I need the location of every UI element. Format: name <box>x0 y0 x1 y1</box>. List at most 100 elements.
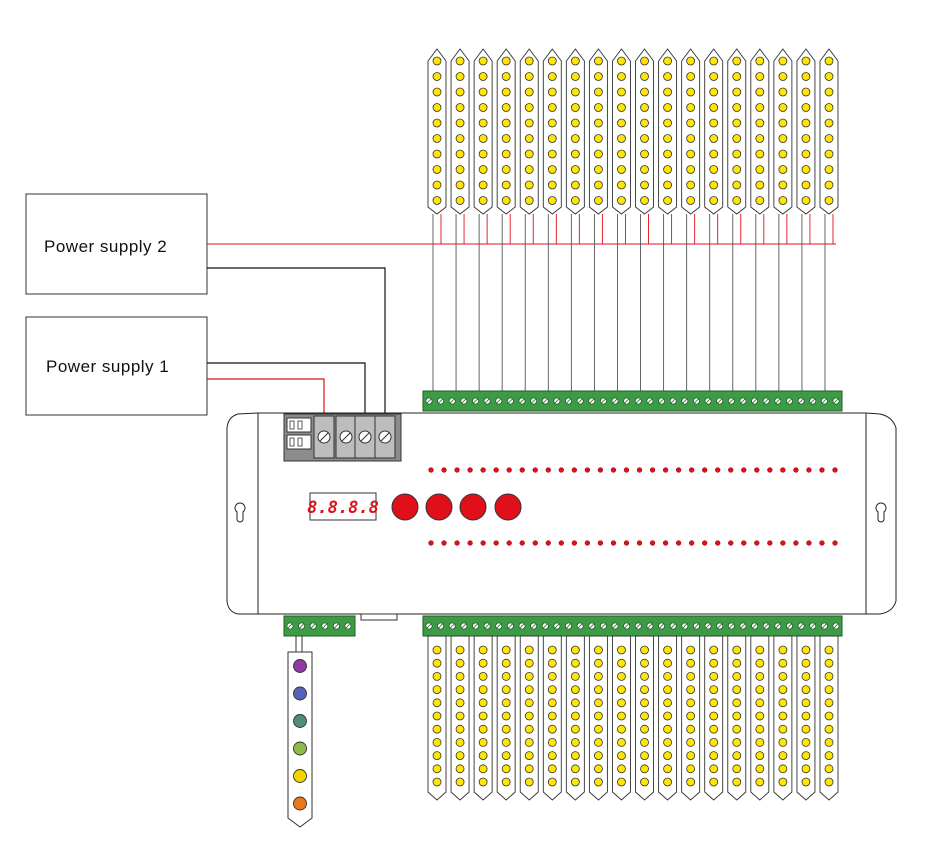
led <box>524 72 534 81</box>
led <box>617 87 626 97</box>
indicator-led <box>493 540 499 546</box>
led <box>432 711 442 721</box>
led <box>617 764 626 774</box>
led <box>524 698 534 708</box>
led <box>478 149 488 159</box>
led <box>617 672 626 681</box>
led <box>432 698 442 708</box>
led <box>501 764 511 774</box>
led <box>547 685 557 694</box>
led <box>617 724 626 734</box>
top-strip-wires <box>432 214 834 391</box>
led <box>755 738 765 747</box>
led <box>455 658 465 668</box>
led <box>709 751 719 760</box>
top-led-strip <box>542 48 562 215</box>
led <box>824 698 834 708</box>
led <box>455 87 465 97</box>
indicator-led <box>728 540 734 546</box>
indicator-led <box>675 540 682 546</box>
led <box>755 134 765 143</box>
indicator-led <box>741 540 747 546</box>
led <box>501 72 511 81</box>
led <box>547 738 557 747</box>
led <box>570 764 580 774</box>
led <box>640 103 649 112</box>
control-button <box>391 493 419 521</box>
led <box>732 56 742 66</box>
led <box>801 56 811 66</box>
led <box>570 165 580 174</box>
led <box>755 165 765 174</box>
led <box>570 685 580 694</box>
led <box>824 777 834 787</box>
led <box>686 118 696 128</box>
led <box>547 764 557 774</box>
led <box>640 751 649 760</box>
led <box>594 72 603 81</box>
led <box>824 672 834 681</box>
led <box>732 711 742 721</box>
led <box>709 711 719 721</box>
led <box>617 698 626 708</box>
led <box>594 56 603 66</box>
led <box>501 118 511 128</box>
led <box>501 724 511 734</box>
indicator-led <box>806 467 812 473</box>
power-supply-1: Power supply 1 <box>25 316 208 416</box>
led <box>570 149 580 159</box>
indicator-led <box>571 540 578 546</box>
led <box>663 711 672 721</box>
led <box>755 698 765 708</box>
led <box>455 764 465 774</box>
led <box>547 711 557 721</box>
led <box>432 764 442 774</box>
led <box>824 87 834 97</box>
top-led-strip <box>796 48 816 215</box>
led <box>524 180 534 190</box>
led <box>778 777 788 787</box>
led <box>801 72 811 81</box>
indicator-led <box>610 467 617 473</box>
led <box>501 698 511 708</box>
led <box>478 764 488 774</box>
led <box>778 685 788 694</box>
indicator-led <box>493 467 499 473</box>
led <box>686 56 696 66</box>
led <box>824 658 834 668</box>
indicator-led <box>819 540 825 546</box>
led <box>478 724 488 734</box>
led <box>524 738 534 747</box>
top-led-strip <box>727 48 747 215</box>
led <box>478 738 488 747</box>
control-button <box>425 493 453 521</box>
led <box>547 196 557 205</box>
led <box>801 149 811 159</box>
top-led-strip <box>519 48 539 215</box>
led <box>594 751 603 760</box>
led <box>617 196 626 205</box>
led <box>478 711 488 721</box>
led <box>570 87 580 97</box>
led <box>501 165 511 174</box>
led <box>755 149 765 159</box>
led <box>594 103 603 112</box>
indicator-leds <box>428 467 838 546</box>
indicator-led <box>623 540 630 546</box>
indicator-led <box>715 540 721 546</box>
led <box>801 724 811 734</box>
led <box>801 180 811 190</box>
led <box>709 134 719 143</box>
indicator-led <box>532 540 538 546</box>
led <box>594 724 603 734</box>
indicator-led <box>597 467 604 473</box>
led <box>778 672 788 681</box>
led <box>732 72 742 81</box>
led <box>778 711 788 721</box>
led <box>478 118 488 128</box>
led <box>594 180 603 190</box>
rgb-led-teal <box>293 714 307 728</box>
led <box>663 56 672 66</box>
led <box>432 196 442 205</box>
